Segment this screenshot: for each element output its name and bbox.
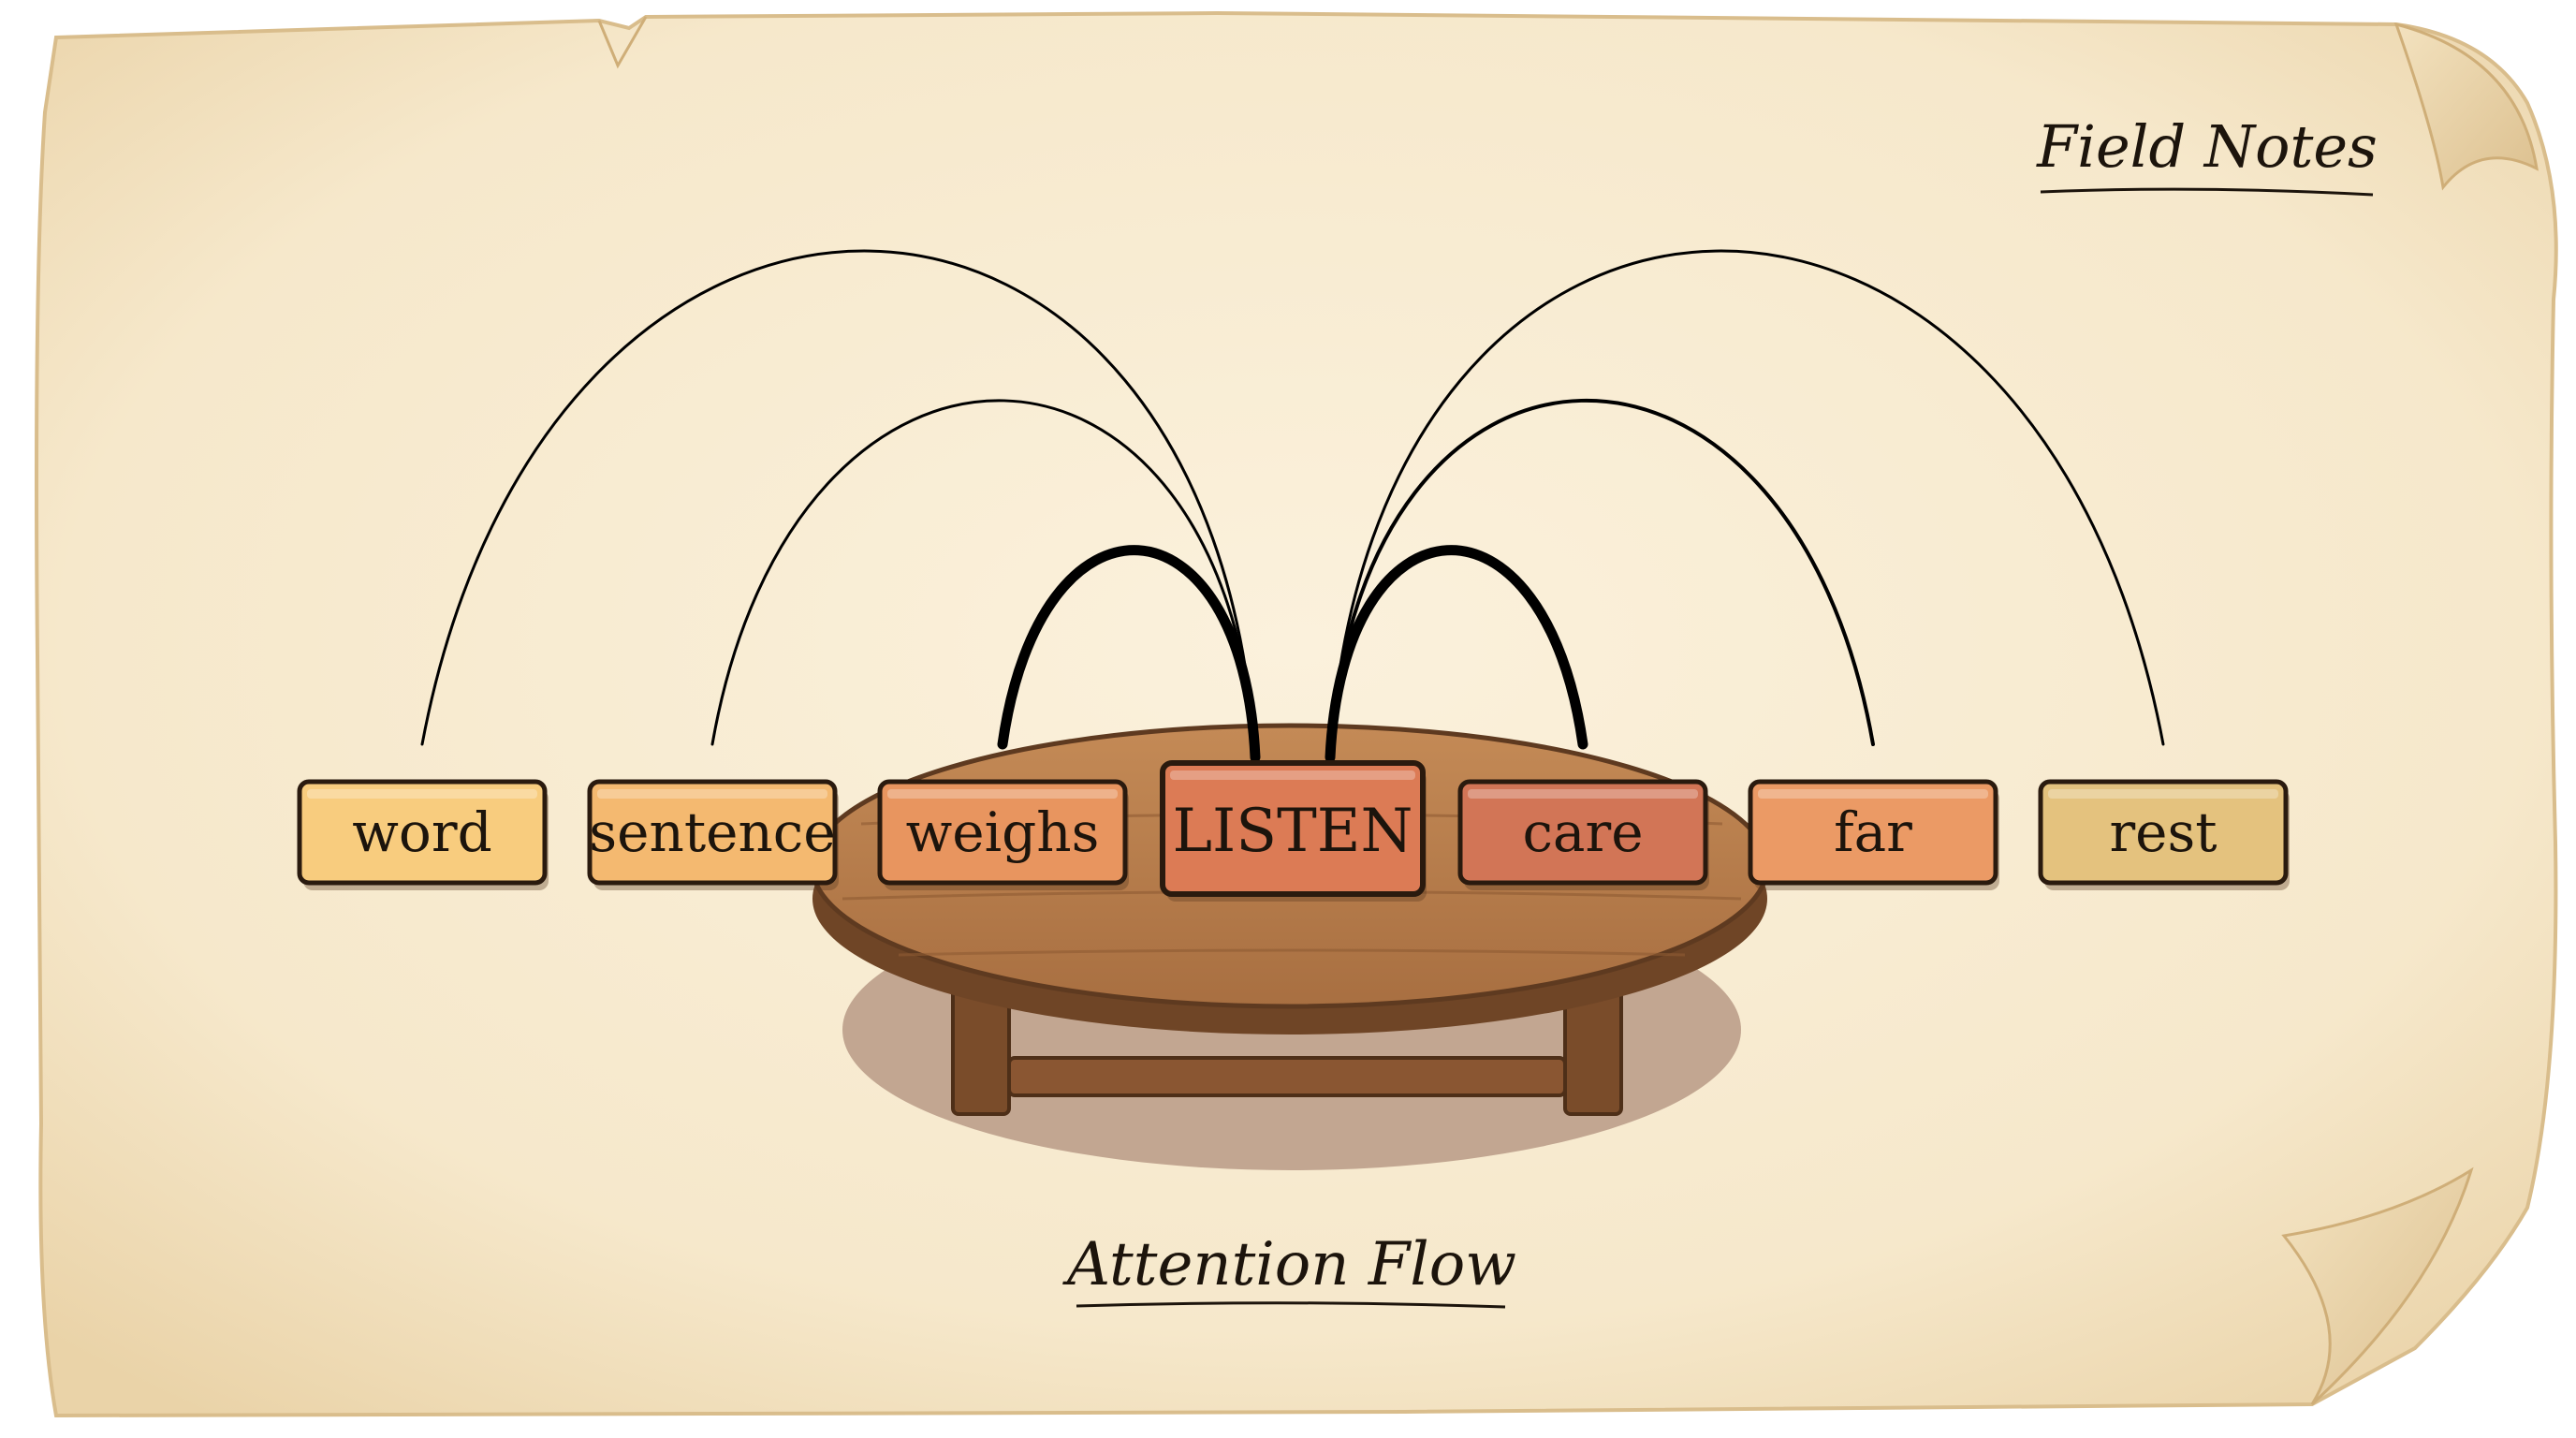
corner-note: Field Notes [2036,112,2378,197]
token-listen: LISTEN [1160,760,1427,902]
token-box [1160,760,1426,897]
token-box [587,779,838,886]
attention-arc-word [420,249,1257,759]
token-label: sentence [589,800,835,864]
token-highlight [307,789,537,799]
token-sentence: sentence [587,779,839,890]
token-care: care [1457,779,1709,890]
corner-note-underline [2040,187,2374,197]
token-highlight [1758,789,1988,799]
attention-arc-far [1328,398,1875,759]
token-box [877,779,1128,886]
token-far: far [1748,779,1999,890]
token-label: weighs [906,800,1100,864]
attention-arc-weighs [997,545,1261,763]
caption: Attention Flow [1062,1230,1516,1309]
token-label: care [1522,800,1643,864]
attention-arc-rest [1328,249,2165,759]
token-label: LISTEN [1172,797,1412,866]
token-highlight [1170,770,1415,780]
token-highlight [887,789,1118,799]
token-highlight [1468,789,1698,799]
token-box [297,779,548,886]
token-row: word sentence weighs LISTEN care far rest [297,760,2290,902]
attention-arcs [420,249,2165,763]
token-label: far [1834,800,1912,864]
parchment-body [35,10,2558,1418]
token-weighs: weighs [877,779,1129,890]
caption-underline [1076,1301,1506,1309]
token-rest: rest [2038,779,2290,890]
caption-text: Attention Flow [1062,1230,1516,1299]
token-word: word [297,779,549,890]
token-highlight [2048,789,2278,799]
attention-arc-sentence [710,399,1257,759]
parchment-curl-top-right [2393,22,2539,191]
parchment-sheet [35,10,2558,1418]
attention-arc-care [1325,545,1588,763]
corner-note-text: Field Notes [2036,112,2378,181]
token-label: word [352,800,491,864]
parchment-curl-bottom-right [2281,1167,2474,1406]
token-box [1748,779,1998,886]
token-box [1457,779,1708,886]
table-stretcher [1007,1056,1567,1097]
parchment-tear-top [597,16,648,69]
token-label: rest [2109,800,2217,864]
token-highlight [597,789,827,799]
token-box [2038,779,2289,886]
